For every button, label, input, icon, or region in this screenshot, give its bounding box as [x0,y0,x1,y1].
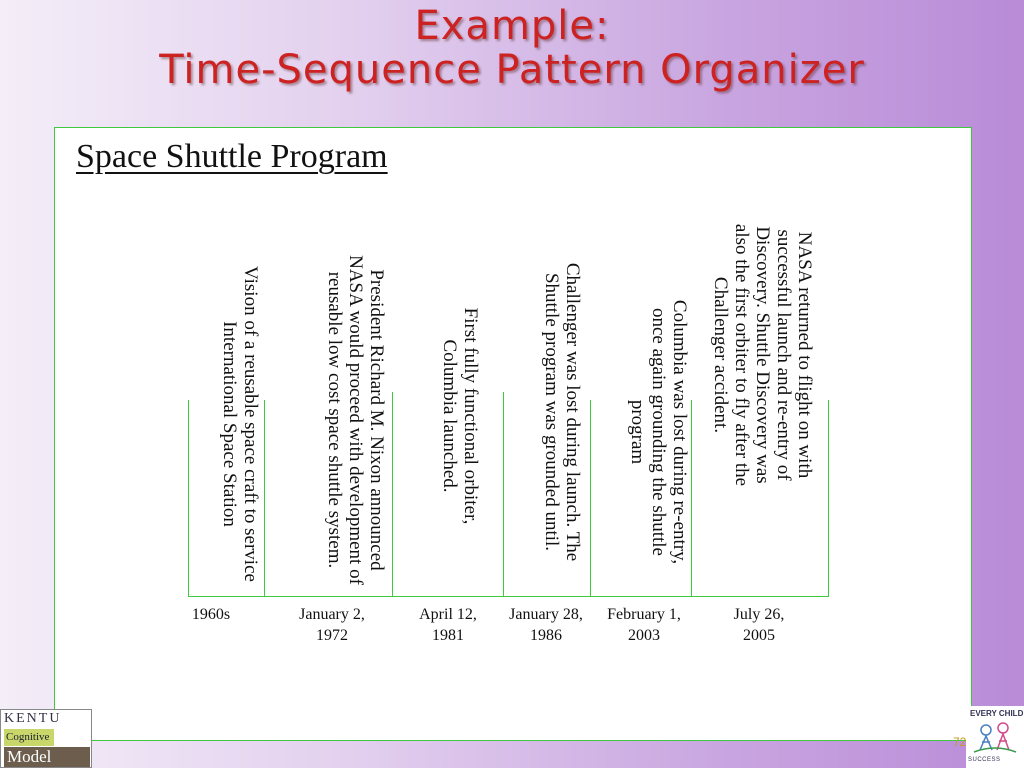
event-text-1986: Challenger was lost during launch. The S… [541,262,583,562]
children-figures-icon [973,722,1017,753]
title-line-1: Example: [414,3,610,49]
event-date-1972: January 2, 1972 [299,606,365,644]
event-text-1960s: Vision of a reusable space craft to serv… [219,266,261,582]
event-text-2005: NASA returned to flight on with successf… [710,223,815,487]
event-text-1981: First fully functional orbiter, Columbia… [439,307,481,525]
event-text-2003: Columbia was lost during re-entry, once … [627,299,690,565]
logo-text-every-child: EVERY CHILD [970,709,1024,718]
slide-subtitle: Space Shuttle Program [76,138,388,175]
timeline-tick-5 [590,400,591,597]
event-date-1986: January 28, 1986 [509,606,583,644]
content-panel [54,127,972,741]
logo-text-success: SUCCESS [968,757,1001,763]
event-text-1972: President Richard M. Nixon announced NAS… [324,255,387,585]
title-line-2: Time-Sequence Pattern Organizer [159,47,865,93]
timeline-tick-3 [392,392,393,597]
logo-text-kentucky: KENTU [4,711,62,726]
timeline-tick-1 [188,400,189,597]
every-child-success-logo: EVERY CHILD SUCCESS [966,706,1024,768]
event-date-2003: February 1, 2003 [607,606,681,644]
slide-title: Example: Time-Sequence Pattern Organizer [0,4,1024,92]
page-number: 72 [953,735,967,749]
event-date-2005: July 26, 2005 [733,606,785,644]
event-date-1981: April 12, 1981 [419,606,477,644]
timeline-tick-4 [503,392,504,597]
logo-text-model: Model [4,747,90,767]
timeline-baseline [188,596,828,597]
timeline-tick-2 [264,400,265,597]
timeline-tick-6 [691,400,692,597]
timeline-tick-7 [828,400,829,597]
logo-text-cognitive: Cognitive [4,729,54,746]
event-date-1960s: 1960s [191,606,231,623]
kentucky-cognitive-model-logo: KENTU Cognitive Model [0,709,92,768]
